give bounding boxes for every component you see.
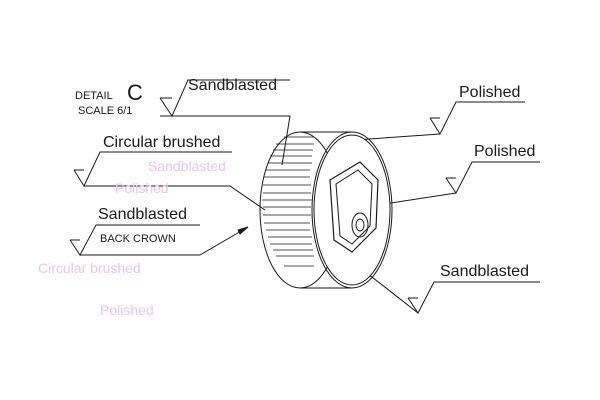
callout-polished-top: Polished bbox=[459, 84, 521, 101]
ghost-text: Polished bbox=[115, 180, 169, 196]
crown bbox=[259, 131, 393, 289]
callout-back-crown: BACK CROWN bbox=[100, 233, 176, 245]
ghost-text: Circular brushed bbox=[38, 260, 141, 276]
callout-sandblasted-top: Sandblasted bbox=[188, 77, 277, 94]
callout-sandblasted-back: Sandblasted bbox=[98, 206, 187, 223]
ghost-text: Sandblasted bbox=[148, 158, 226, 174]
callout-sandblasted-bottom: Sandblasted bbox=[440, 263, 529, 280]
callout-circular-brushed: Circular brushed bbox=[103, 134, 221, 151]
detail-scale: SCALE 6/1 bbox=[78, 105, 133, 117]
detail-letter: C bbox=[127, 80, 143, 105]
ghost-text: Polished bbox=[100, 302, 154, 318]
detail-label: DETAIL bbox=[75, 90, 113, 102]
callout-polished-mid: Polished bbox=[474, 143, 536, 160]
